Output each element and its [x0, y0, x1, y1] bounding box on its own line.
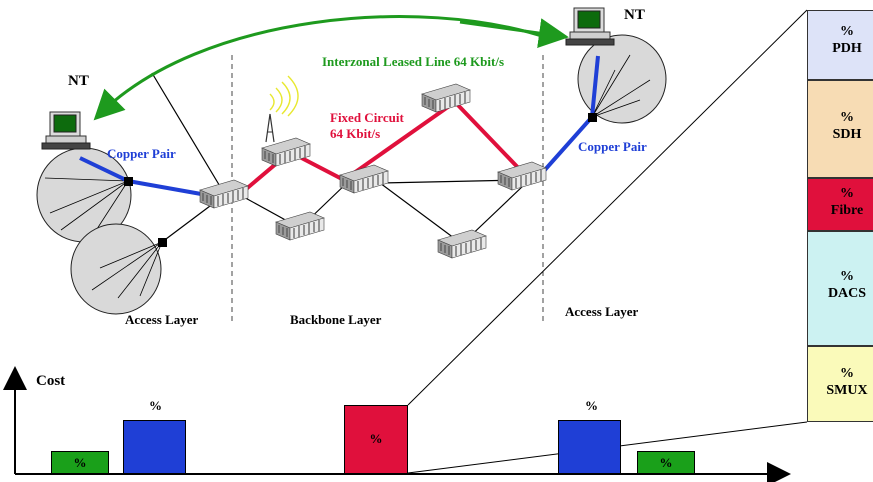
stack-fibre-pct: %: [840, 186, 854, 201]
stack-segment-pdh: % PDH: [807, 10, 873, 80]
access-layer-right-label: Access Layer: [565, 304, 639, 319]
stack-dacs-name: DACS: [827, 286, 867, 301]
nt-right-label: NT: [624, 7, 645, 23]
copper-link-left-a: [79, 156, 129, 183]
radio-tower-icon: [265, 75, 299, 143]
fixed-circuit-label-2: 64 Kbit/s: [330, 126, 381, 141]
exchange-radio: [261, 137, 311, 167]
nt-left-label: NT: [68, 73, 89, 89]
stack-pdh-pct: %: [840, 24, 854, 39]
stack-segment-fibre: % Fibre: [807, 178, 873, 231]
cost-bar-4-label: %: [585, 398, 598, 413]
exchange-core-center: [339, 164, 389, 194]
stack-segment-smux: % SMUX: [807, 346, 873, 422]
stack-smux-name: SMUX: [826, 383, 868, 398]
cost-bar-2-label: %: [149, 398, 162, 413]
exchange-lower-left: [275, 211, 325, 241]
stack-fibre-name: Fibre: [830, 203, 864, 218]
access-layer-left-label: Access Layer: [125, 312, 199, 327]
cost-bar-4: [558, 420, 621, 474]
fixed-circuit-label-1: Fixed Circuit: [330, 110, 404, 125]
stack-dacs-pct: %: [840, 269, 854, 284]
cost-bar-1: %: [51, 451, 109, 474]
stack-smux-pct: %: [840, 366, 854, 381]
cost-bar-2: [123, 420, 186, 474]
exchange-lower-right: [437, 229, 487, 259]
interzonal-label: Interzonal Leased Line 64 Kbit/s: [322, 54, 505, 69]
access-zone-right: [577, 34, 667, 124]
cost-bar-5-label: %: [659, 455, 673, 470]
stack-pdh-name: PDH: [832, 41, 862, 56]
exchange-access-right: [497, 161, 547, 191]
stack-sdh-name: SDH: [832, 127, 862, 142]
copper-link-right-b: [541, 115, 594, 174]
cost-bar-1-label: %: [73, 455, 87, 470]
cost-bar-3: %: [344, 405, 408, 474]
interzonal-arrow: [93, 15, 549, 121]
copper-link-right-a: [590, 55, 600, 118]
copper-pair-right-label: Copper Pair: [578, 139, 647, 154]
stack-sdh-pct: %: [840, 110, 854, 125]
backbone-layer-label: Backbone Layer: [290, 312, 382, 327]
stack-segment-dacs: % DACS: [807, 231, 873, 346]
terminal-left-icon: [41, 111, 91, 150]
exchange-access-left: [199, 179, 249, 209]
copper-pair-left-label: Copper Pair: [107, 146, 176, 161]
cost-axis-label: Cost: [36, 373, 66, 389]
access-zone-left-lower: [70, 223, 163, 315]
stack-segment-sdh: % SDH: [807, 80, 873, 178]
cost-bar-5: %: [637, 451, 695, 474]
cost-bar-3-label: %: [369, 431, 383, 446]
terminal-right-icon: [565, 7, 615, 46]
